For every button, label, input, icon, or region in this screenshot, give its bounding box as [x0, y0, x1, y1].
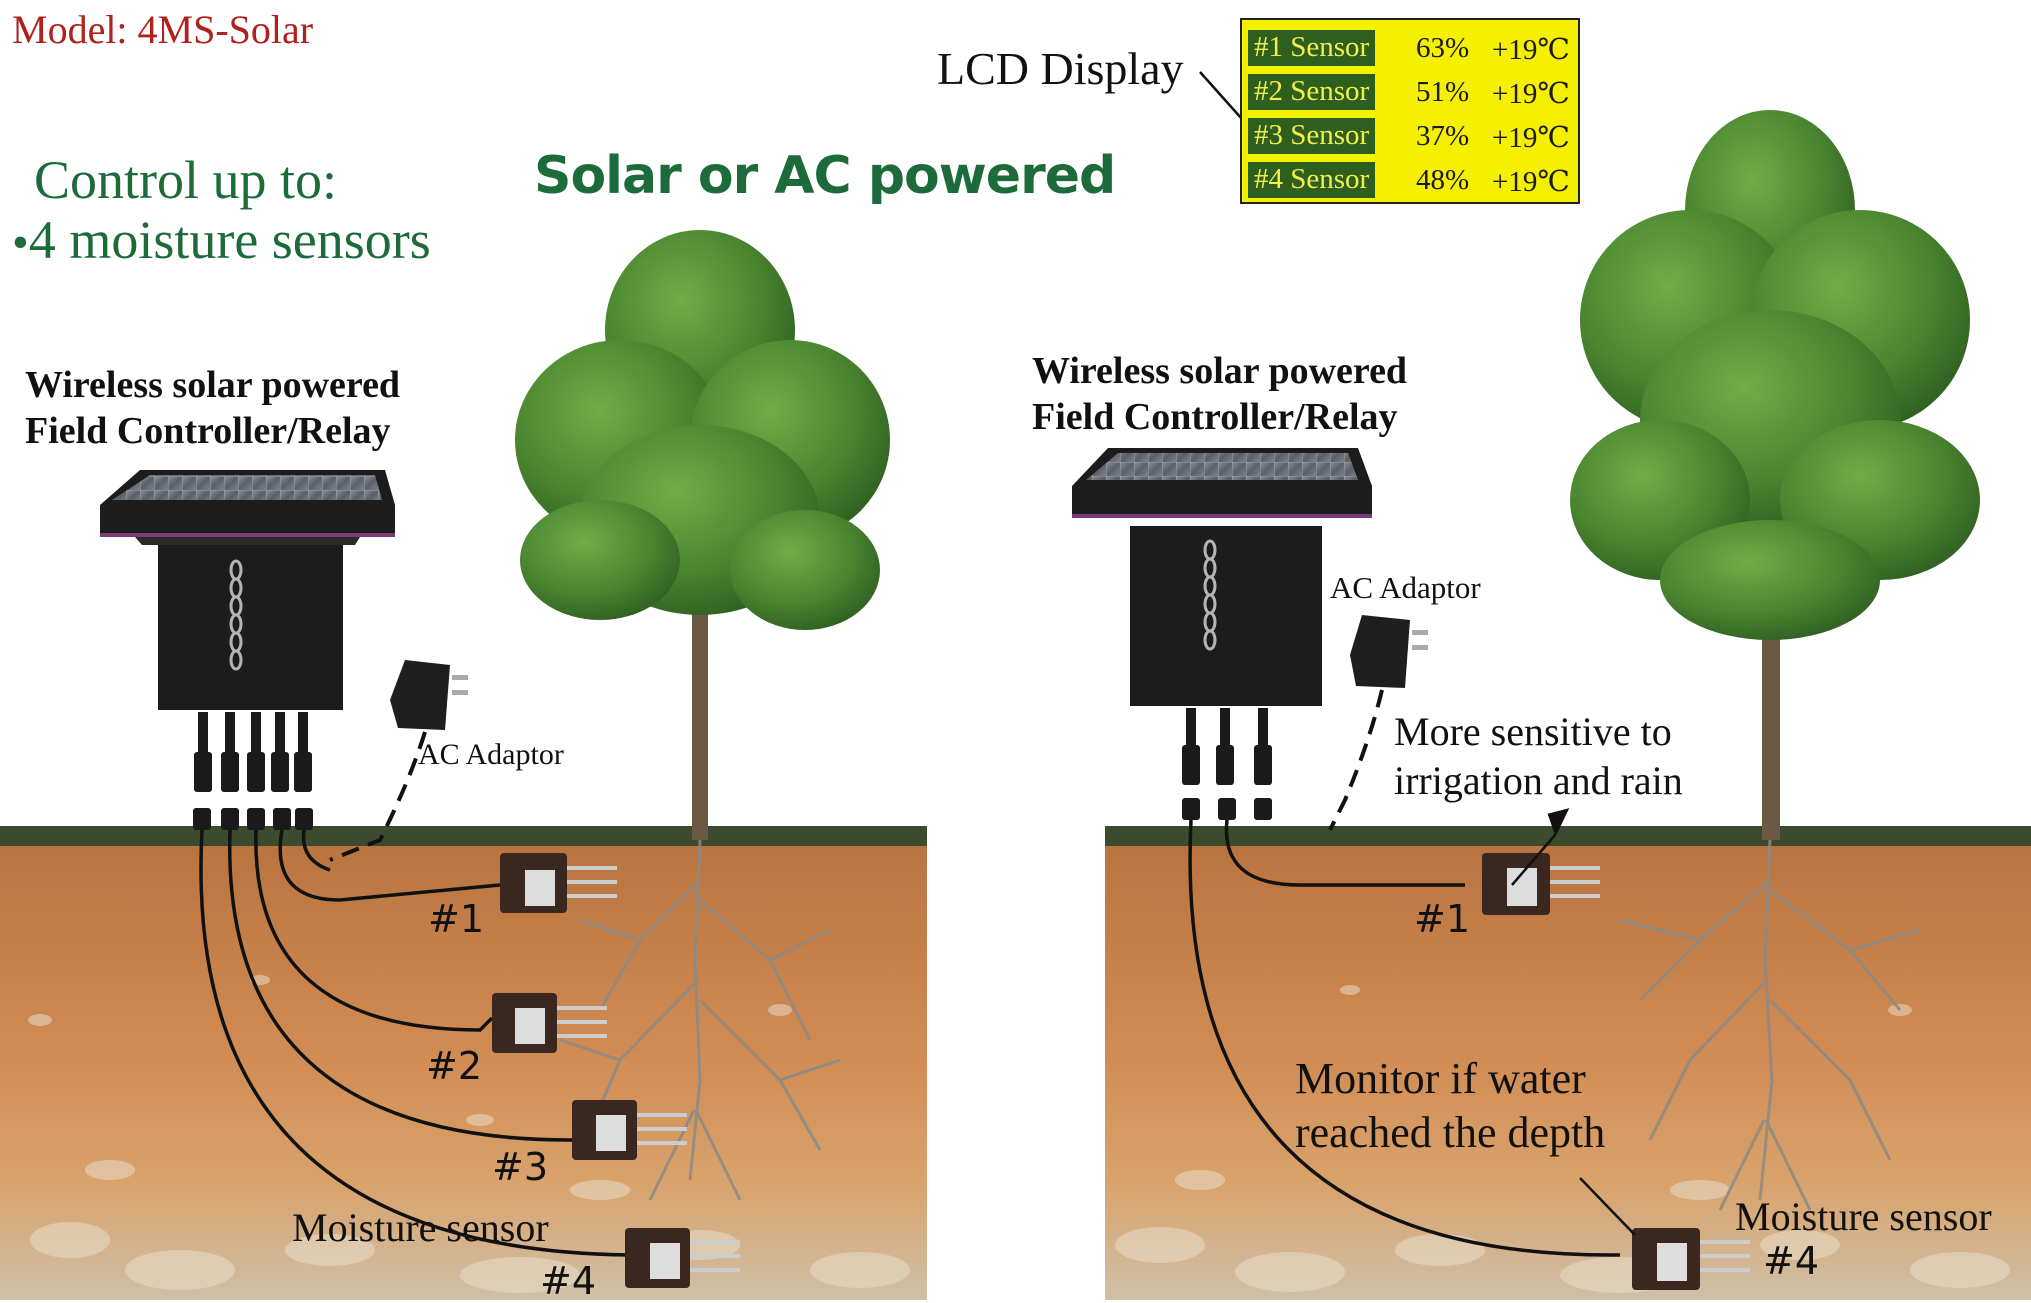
right-controller-label-2: Field Controller/Relay — [1032, 396, 1398, 439]
model-title: Model: 4MS-Solar — [12, 7, 314, 52]
lcd-temperature: +19℃ — [1492, 122, 1570, 154]
left-sensor-4-label: #4 — [540, 1259, 597, 1303]
lcd-temperature: +19℃ — [1492, 78, 1570, 110]
control-line-1: Control up to: — [34, 150, 338, 210]
sensitive-line-1: More sensitive to — [1394, 709, 1672, 754]
right-tree — [1570, 110, 1980, 1211]
left-sensor-2-label: #2 — [426, 1044, 483, 1088]
left-sensor-1 — [500, 853, 617, 913]
left-sensor-4 — [625, 1228, 740, 1288]
right-ac-adaptor-icon — [1328, 615, 1428, 831]
lcd-moisture: 48% — [1416, 164, 1470, 196]
control-line-2-text: 4 moisture sensors — [28, 210, 431, 271]
chain-icon — [229, 559, 243, 671]
control-note: Control up to: •4 moisture sensors — [12, 150, 431, 271]
left-controller-label-2: Field Controller/Relay — [25, 410, 391, 453]
right-controller-label-1: Wireless solar powered — [1032, 350, 1408, 392]
lcd-display: #1 Sensor 63% +19℃ #2 Sensor 51% +19℃ #3… — [1240, 18, 1580, 204]
left-sensor-2 — [492, 993, 607, 1053]
lcd-moisture: 63% — [1416, 32, 1470, 64]
sensitive-note: More sensitive to irrigation and rain — [1394, 708, 1683, 806]
right-sensor-1-label: #1 — [1414, 897, 1471, 941]
lcd-row-4: #4 Sensor 48% +19℃ — [1248, 158, 1578, 202]
left-moisture-sensor-label: Moisture sensor — [292, 1205, 549, 1250]
right-sensor-4 — [1632, 1228, 1750, 1290]
right-ac-adaptor-label: AC Adaptor — [1330, 570, 1481, 605]
left-ac-adaptor-label: AC Adaptor — [418, 738, 564, 771]
lcd-moisture: 51% — [1416, 76, 1470, 108]
lcd-sensor-name: #2 Sensor — [1248, 74, 1376, 110]
lcd-sensor-name: #4 Sensor — [1248, 162, 1376, 198]
bullet-icon: • — [12, 216, 29, 270]
control-line-2: •4 moisture sensors — [12, 210, 431, 270]
left-sensor-1-label: #1 — [428, 897, 485, 941]
right-moisture-sensor-label: Moisture sensor — [1735, 1194, 1992, 1239]
left-controller-label: Wireless solar powered Field Controller/… — [25, 362, 400, 455]
right-controller-label: Wireless solar powered Field Controller/… — [1032, 348, 1407, 441]
lcd-sensor-name: #3 Sensor — [1248, 118, 1376, 154]
lcd-display-label: LCD Display — [937, 43, 1184, 94]
left-ac-adaptor-icon — [329, 660, 468, 862]
left-tree — [515, 230, 890, 1201]
left-cables — [199, 829, 631, 1257]
right-controller — [1072, 448, 1372, 820]
monitor-note: Monitor if water reached the depth — [1295, 1052, 1605, 1159]
lcd-row-2: #2 Sensor 51% +19℃ — [1248, 70, 1578, 114]
lcd-row-1: #1 Sensor 63% +19℃ — [1248, 26, 1578, 70]
lcd-moisture: 37% — [1416, 120, 1470, 152]
left-sensor-3-label: #3 — [492, 1145, 549, 1189]
right-cables — [1188, 819, 1621, 1257]
power-heading: Solar or AC powered — [534, 146, 1116, 206]
right-soil — [1105, 826, 2031, 1300]
monitor-line-2: reached the depth — [1295, 1107, 1606, 1157]
lcd-temperature: +19℃ — [1492, 34, 1570, 66]
lcd-sensor-name: #1 Sensor — [1248, 30, 1376, 66]
left-controller-label-1: Wireless solar powered — [25, 364, 401, 406]
chain-icon — [1203, 539, 1217, 651]
right-sensor-4-label: #4 — [1763, 1239, 1820, 1283]
lcd-row-3: #3 Sensor 37% +19℃ — [1248, 114, 1578, 158]
left-sensor-3 — [572, 1100, 687, 1160]
lcd-temperature: +19℃ — [1492, 166, 1570, 198]
right-sensor-1 — [1482, 853, 1600, 915]
left-controller — [100, 470, 395, 830]
sensitive-line-2: irrigation and rain — [1394, 757, 1683, 803]
monitor-line-1: Monitor if water — [1295, 1054, 1586, 1103]
